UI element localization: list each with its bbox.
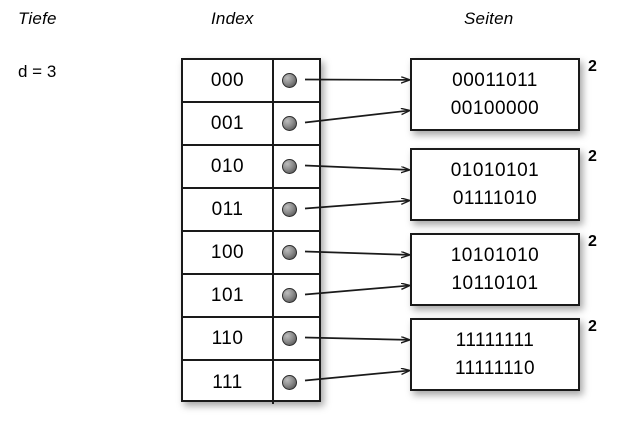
column-heading-pages: Seiten bbox=[464, 9, 514, 28]
table-row[interactable]: 111 bbox=[183, 361, 319, 404]
index-key: 100 bbox=[210, 241, 245, 263]
page-record: 11111111 bbox=[455, 329, 535, 351]
local-depth-label: 2 bbox=[588, 318, 597, 335]
index-key: 010 bbox=[210, 155, 245, 177]
index-key: 101 bbox=[210, 284, 245, 306]
table-row[interactable]: 000 bbox=[183, 60, 319, 103]
bullet-icon bbox=[282, 73, 297, 88]
bullet-icon bbox=[282, 116, 297, 131]
global-depth-value: d = 3 bbox=[18, 62, 57, 81]
local-depth-label: 2 bbox=[588, 58, 597, 75]
table-row[interactable]: 100 bbox=[183, 232, 319, 275]
bullet-icon bbox=[282, 245, 297, 260]
column-heading-depth: Tiefe bbox=[18, 9, 57, 28]
bullet-icon bbox=[282, 375, 297, 390]
page-bucket-box[interactable]: 00011011 00100000 bbox=[410, 58, 580, 131]
index-pointer-cell[interactable] bbox=[272, 103, 319, 144]
table-row[interactable]: 001 bbox=[183, 103, 319, 146]
page-record: 10101010 bbox=[450, 244, 540, 266]
page-record: 01010101 bbox=[450, 159, 540, 181]
page-bucket-box[interactable]: 11111111 11111110 bbox=[410, 318, 580, 391]
index-key: 011 bbox=[211, 198, 244, 220]
page-record: 11111110 bbox=[454, 357, 536, 379]
table-row[interactable]: 010 bbox=[183, 146, 319, 189]
index-key: 110 bbox=[211, 327, 244, 349]
page-record: 00100000 bbox=[450, 97, 540, 119]
index-directory-table: 000 001 010 011 100 bbox=[181, 58, 321, 404]
index-key: 001 bbox=[210, 112, 245, 134]
index-key: 000 bbox=[210, 69, 245, 91]
table-row[interactable]: 011 bbox=[183, 189, 319, 232]
index-pointer-cell[interactable] bbox=[272, 189, 319, 230]
index-pointer-cell[interactable] bbox=[272, 232, 319, 273]
page-bucket-box[interactable]: 01010101 01111010 bbox=[410, 148, 580, 221]
bullet-icon bbox=[282, 288, 297, 303]
table-row[interactable]: 110 bbox=[183, 318, 319, 361]
page-record: 00011011 bbox=[452, 69, 538, 91]
page-bucket-box[interactable]: 10101010 10110101 bbox=[410, 233, 580, 306]
bullet-icon bbox=[282, 331, 297, 346]
index-pointer-cell[interactable] bbox=[272, 361, 319, 404]
bullet-icon bbox=[282, 202, 297, 217]
index-pointer-cell[interactable] bbox=[272, 275, 319, 316]
index-key: 111 bbox=[212, 371, 243, 393]
local-depth-label: 2 bbox=[588, 233, 597, 250]
bullet-icon bbox=[282, 159, 297, 174]
page-record: 01111010 bbox=[452, 187, 538, 209]
index-pointer-cell[interactable] bbox=[272, 318, 319, 359]
page-record: 10110101 bbox=[451, 272, 539, 294]
index-pointer-cell[interactable] bbox=[272, 60, 319, 101]
column-heading-index: Index bbox=[211, 9, 254, 28]
local-depth-label: 2 bbox=[588, 148, 597, 165]
table-row[interactable]: 101 bbox=[183, 275, 319, 318]
index-pointer-cell[interactable] bbox=[272, 146, 319, 187]
